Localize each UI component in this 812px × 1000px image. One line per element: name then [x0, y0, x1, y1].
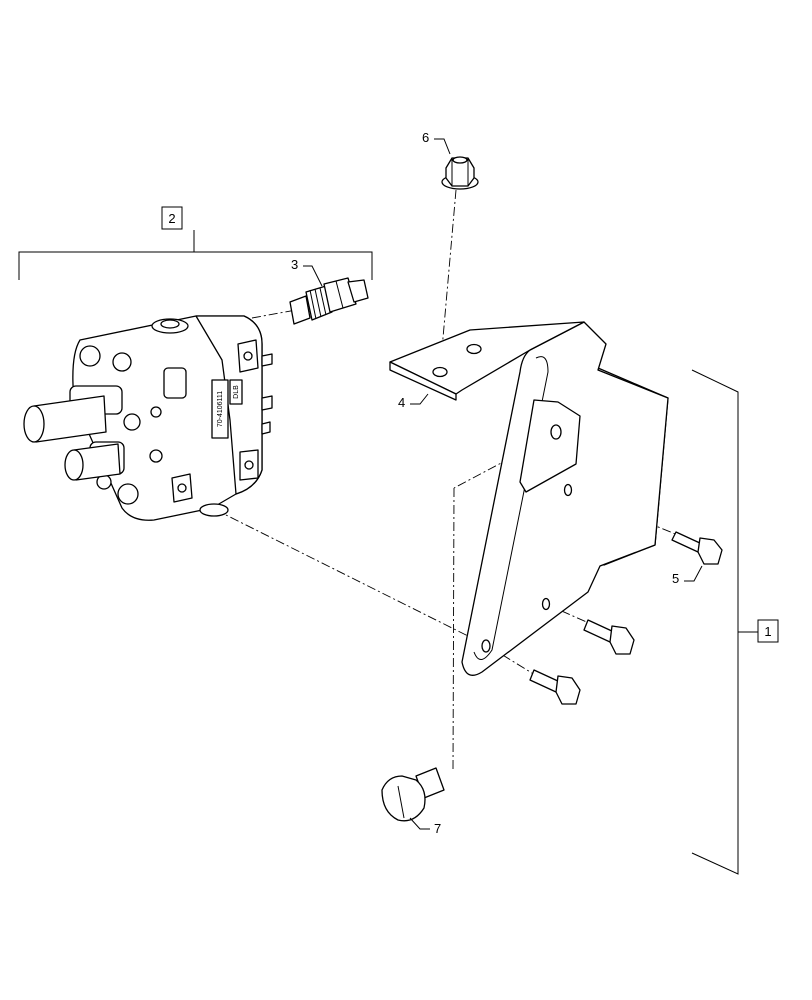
alignment-line-valve-bottom — [199, 501, 489, 647]
bolt-middle — [583, 619, 635, 655]
cartridge-end — [347, 279, 369, 303]
nut-bore — [452, 156, 468, 164]
leader-line-5 — [684, 565, 703, 582]
bolt-lower-shank — [529, 669, 561, 693]
valve-cover-plate — [163, 367, 187, 399]
flange-nut-item-6 — [441, 156, 479, 190]
callout-label-1: 1 — [764, 624, 771, 639]
callout-label-6: 6 — [422, 130, 429, 145]
callout-label-3: 3 — [291, 257, 298, 272]
valve-port-1 — [79, 345, 101, 367]
alignment-line-cartridge — [251, 309, 297, 319]
cartridge-thread-3 — [319, 287, 327, 316]
callout-box-2 — [161, 206, 183, 230]
bolt-lower-head — [555, 675, 581, 705]
callout-6: 6 — [422, 130, 451, 155]
bolt-5-head — [697, 537, 723, 565]
bolt-lower — [529, 669, 581, 705]
callout-5: 5 — [672, 565, 703, 586]
callout-box-1 — [757, 619, 779, 643]
bracket-hole-top-1 — [432, 366, 448, 378]
valve-code: DLB — [233, 385, 240, 399]
bracket-plate-rim — [473, 356, 549, 660]
bolt-5-shank — [671, 531, 703, 553]
callout-label-2: 2 — [168, 211, 175, 226]
valve-clevis-1 — [261, 353, 273, 367]
valve-port-3 — [123, 413, 141, 431]
leader-line-3 — [303, 265, 323, 287]
valve-clevis-3 — [261, 421, 271, 435]
valve-code-plate — [229, 379, 243, 405]
bracket-mounting-pad — [519, 399, 581, 493]
alignment-line-hex-bolt — [452, 487, 455, 771]
bracket-hole-5 — [563, 483, 573, 497]
valve-ear-lower-hole — [244, 460, 254, 470]
callout-7: 7 — [409, 817, 441, 836]
callout-label-7: 7 — [434, 821, 441, 836]
valve-part-number: 70-4106111 — [217, 391, 224, 427]
assembly-bracket-1 — [691, 369, 739, 875]
valve-port-4 — [150, 406, 162, 418]
valve-top-port-bore — [160, 319, 180, 329]
hex-bolt-item-7 — [381, 767, 445, 822]
bracket-hole-pad — [550, 424, 562, 440]
cartridge-thread-1 — [309, 289, 317, 320]
alignment-line-lower-bolt — [487, 645, 541, 679]
callout-label-4: 4 — [398, 395, 405, 410]
hex-bolt-head — [381, 775, 426, 822]
bracket-hole-top-2 — [466, 343, 482, 355]
bracket-hole-middle — [541, 597, 551, 611]
bracket-group-item-2: 2 — [18, 206, 373, 280]
leader-line-7 — [409, 817, 430, 830]
valve-port-5 — [149, 449, 163, 463]
cartridge-valve-item-3 — [289, 277, 369, 325]
valve-bottom-port — [199, 503, 229, 517]
alignment-line-middle-bolt — [545, 603, 601, 629]
bracket-hole-lower — [481, 639, 491, 653]
callout-4: 4 — [398, 393, 429, 410]
valve-label-plate — [211, 379, 229, 439]
hex-bolt-head-edge — [397, 785, 405, 819]
valve-upper-spool-end — [23, 405, 45, 443]
alignment-line-nut — [439, 189, 457, 373]
cartridge-hex-edge — [335, 280, 344, 309]
callout-3: 3 — [291, 257, 323, 287]
cartridge-tip — [289, 295, 311, 325]
valve-ear-bottom-hole — [177, 483, 187, 493]
bolt-item-5 — [671, 531, 723, 565]
control-valve-item-2: 70-4106111 DLB — [23, 315, 273, 521]
leader-line-6 — [434, 138, 451, 155]
valve-lower-spool-end — [64, 449, 84, 481]
bolt-middle-shank — [583, 619, 615, 643]
bolt-middle-head — [609, 625, 635, 655]
assembly-bracket-2 — [18, 251, 373, 280]
bracket-main-plate — [461, 321, 669, 676]
bracket-top-flange-edge — [389, 361, 457, 401]
valve-port-6 — [117, 483, 139, 505]
valve-port-2 — [112, 352, 132, 372]
cartridge-thread-2 — [314, 288, 322, 318]
valve-clevis-2 — [261, 395, 273, 411]
bracket-group-item-1: 1 — [691, 369, 779, 875]
valve-ear-upper-hole — [243, 351, 253, 361]
callout-label-5: 5 — [672, 571, 679, 586]
leader-line-4 — [410, 393, 429, 405]
mounting-bracket-item-4 — [389, 321, 669, 676]
